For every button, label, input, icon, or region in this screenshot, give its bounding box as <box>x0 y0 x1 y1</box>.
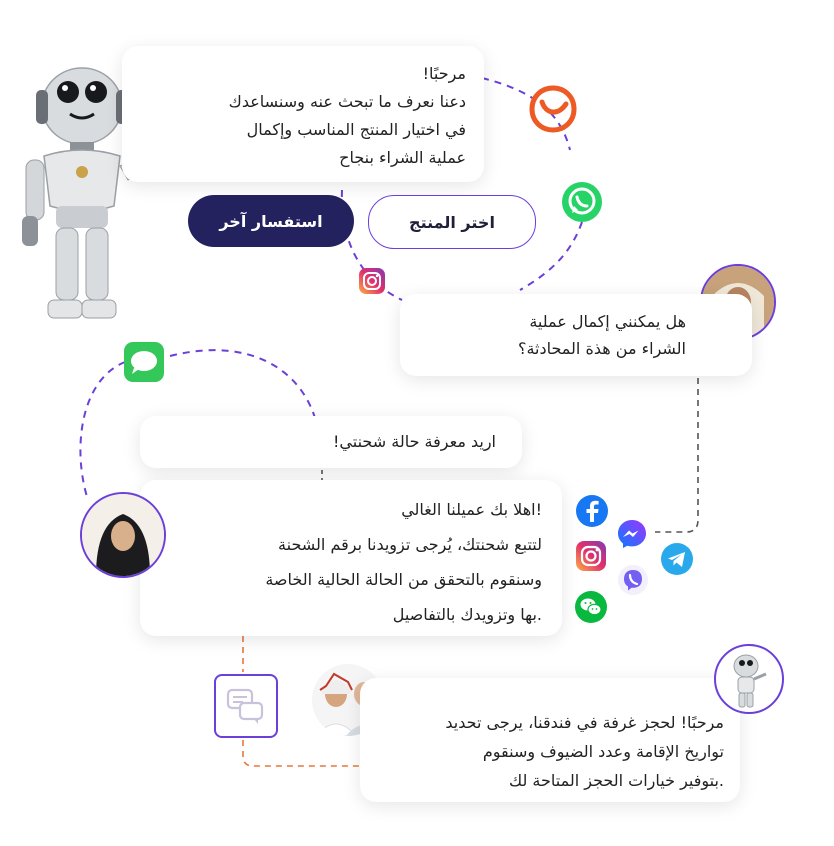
checkout-line: هل يمكنني إكمال عملية <box>529 312 686 331</box>
chat-bubbles-icon <box>214 674 278 738</box>
shipment-reply-line: .بها وتزويدك بالتفاصيل <box>392 605 542 624</box>
checkout-line: الشراء من هذة المحادثة؟ <box>517 339 686 358</box>
viber-icon <box>617 564 649 596</box>
facebook-icon <box>575 494 609 528</box>
welcome-line: في اختيار المنتج المناسب وإكمال <box>246 120 466 139</box>
imessage-icon <box>124 342 164 382</box>
welcome-line: دعنا نعرف ما تبحث عنه وسنساعدك <box>228 92 466 111</box>
wechat-icon <box>574 590 608 624</box>
messenger-icon <box>616 518 648 550</box>
robot-avatar <box>714 644 784 714</box>
other-inquiry-button[interactable]: استفسار آخر <box>188 195 354 247</box>
choose-product-button[interactable]: اختر المنتج <box>368 195 536 249</box>
shipment-reply-line: !اهلا بك عميلنا الغالي <box>401 500 542 519</box>
telegram-icon <box>660 542 694 576</box>
instagram-icon <box>575 540 607 572</box>
hotel-line: .بتوفير خيارات الحجز المتاحة لك <box>508 771 724 790</box>
hotel-line: مرحبًا! لحجز غرفة في فندقنا، يرجى تحديد <box>445 713 724 732</box>
hotel-bubble: مرحبًا! لحجز غرفة في فندقنا، يرجى تحديد … <box>360 678 740 802</box>
whatsapp-icon <box>560 180 604 224</box>
woman-avatar <box>80 492 166 578</box>
shipment-question-bubble: اريد معرفة حالة شحنتي! <box>140 416 522 468</box>
welcome-line: عملية الشراء بنجاح <box>339 148 466 167</box>
checkout-bubble: هل يمكنني إكمال عملية الشراء من هذة المح… <box>400 294 752 376</box>
instagram-icon <box>358 267 386 295</box>
shipment-reply-bubble: !اهلا بك عميلنا الغالي لتتبع شحنتك، يُرج… <box>140 480 562 636</box>
hotel-line: تواريخ الإقامة وعدد الضيوف وسنقوم <box>482 742 724 761</box>
welcome-line: مرحبًا! <box>422 64 466 83</box>
shipment-reply-line: لتتبع شحنتك، يُرجى تزويدنا برقم الشحنة <box>278 535 542 554</box>
welcome-bubble: مرحبًا! دعنا نعرف ما تبحث عنه وسنساعدك ف… <box>122 46 484 182</box>
hotjar-icon <box>528 84 578 134</box>
robot-figure <box>18 56 188 328</box>
shipment-question-text: اريد معرفة حالة شحنتي! <box>333 432 496 451</box>
shipment-reply-line: وسنقوم بالتحقق من الحالة الحالية الخاصة <box>265 570 542 589</box>
